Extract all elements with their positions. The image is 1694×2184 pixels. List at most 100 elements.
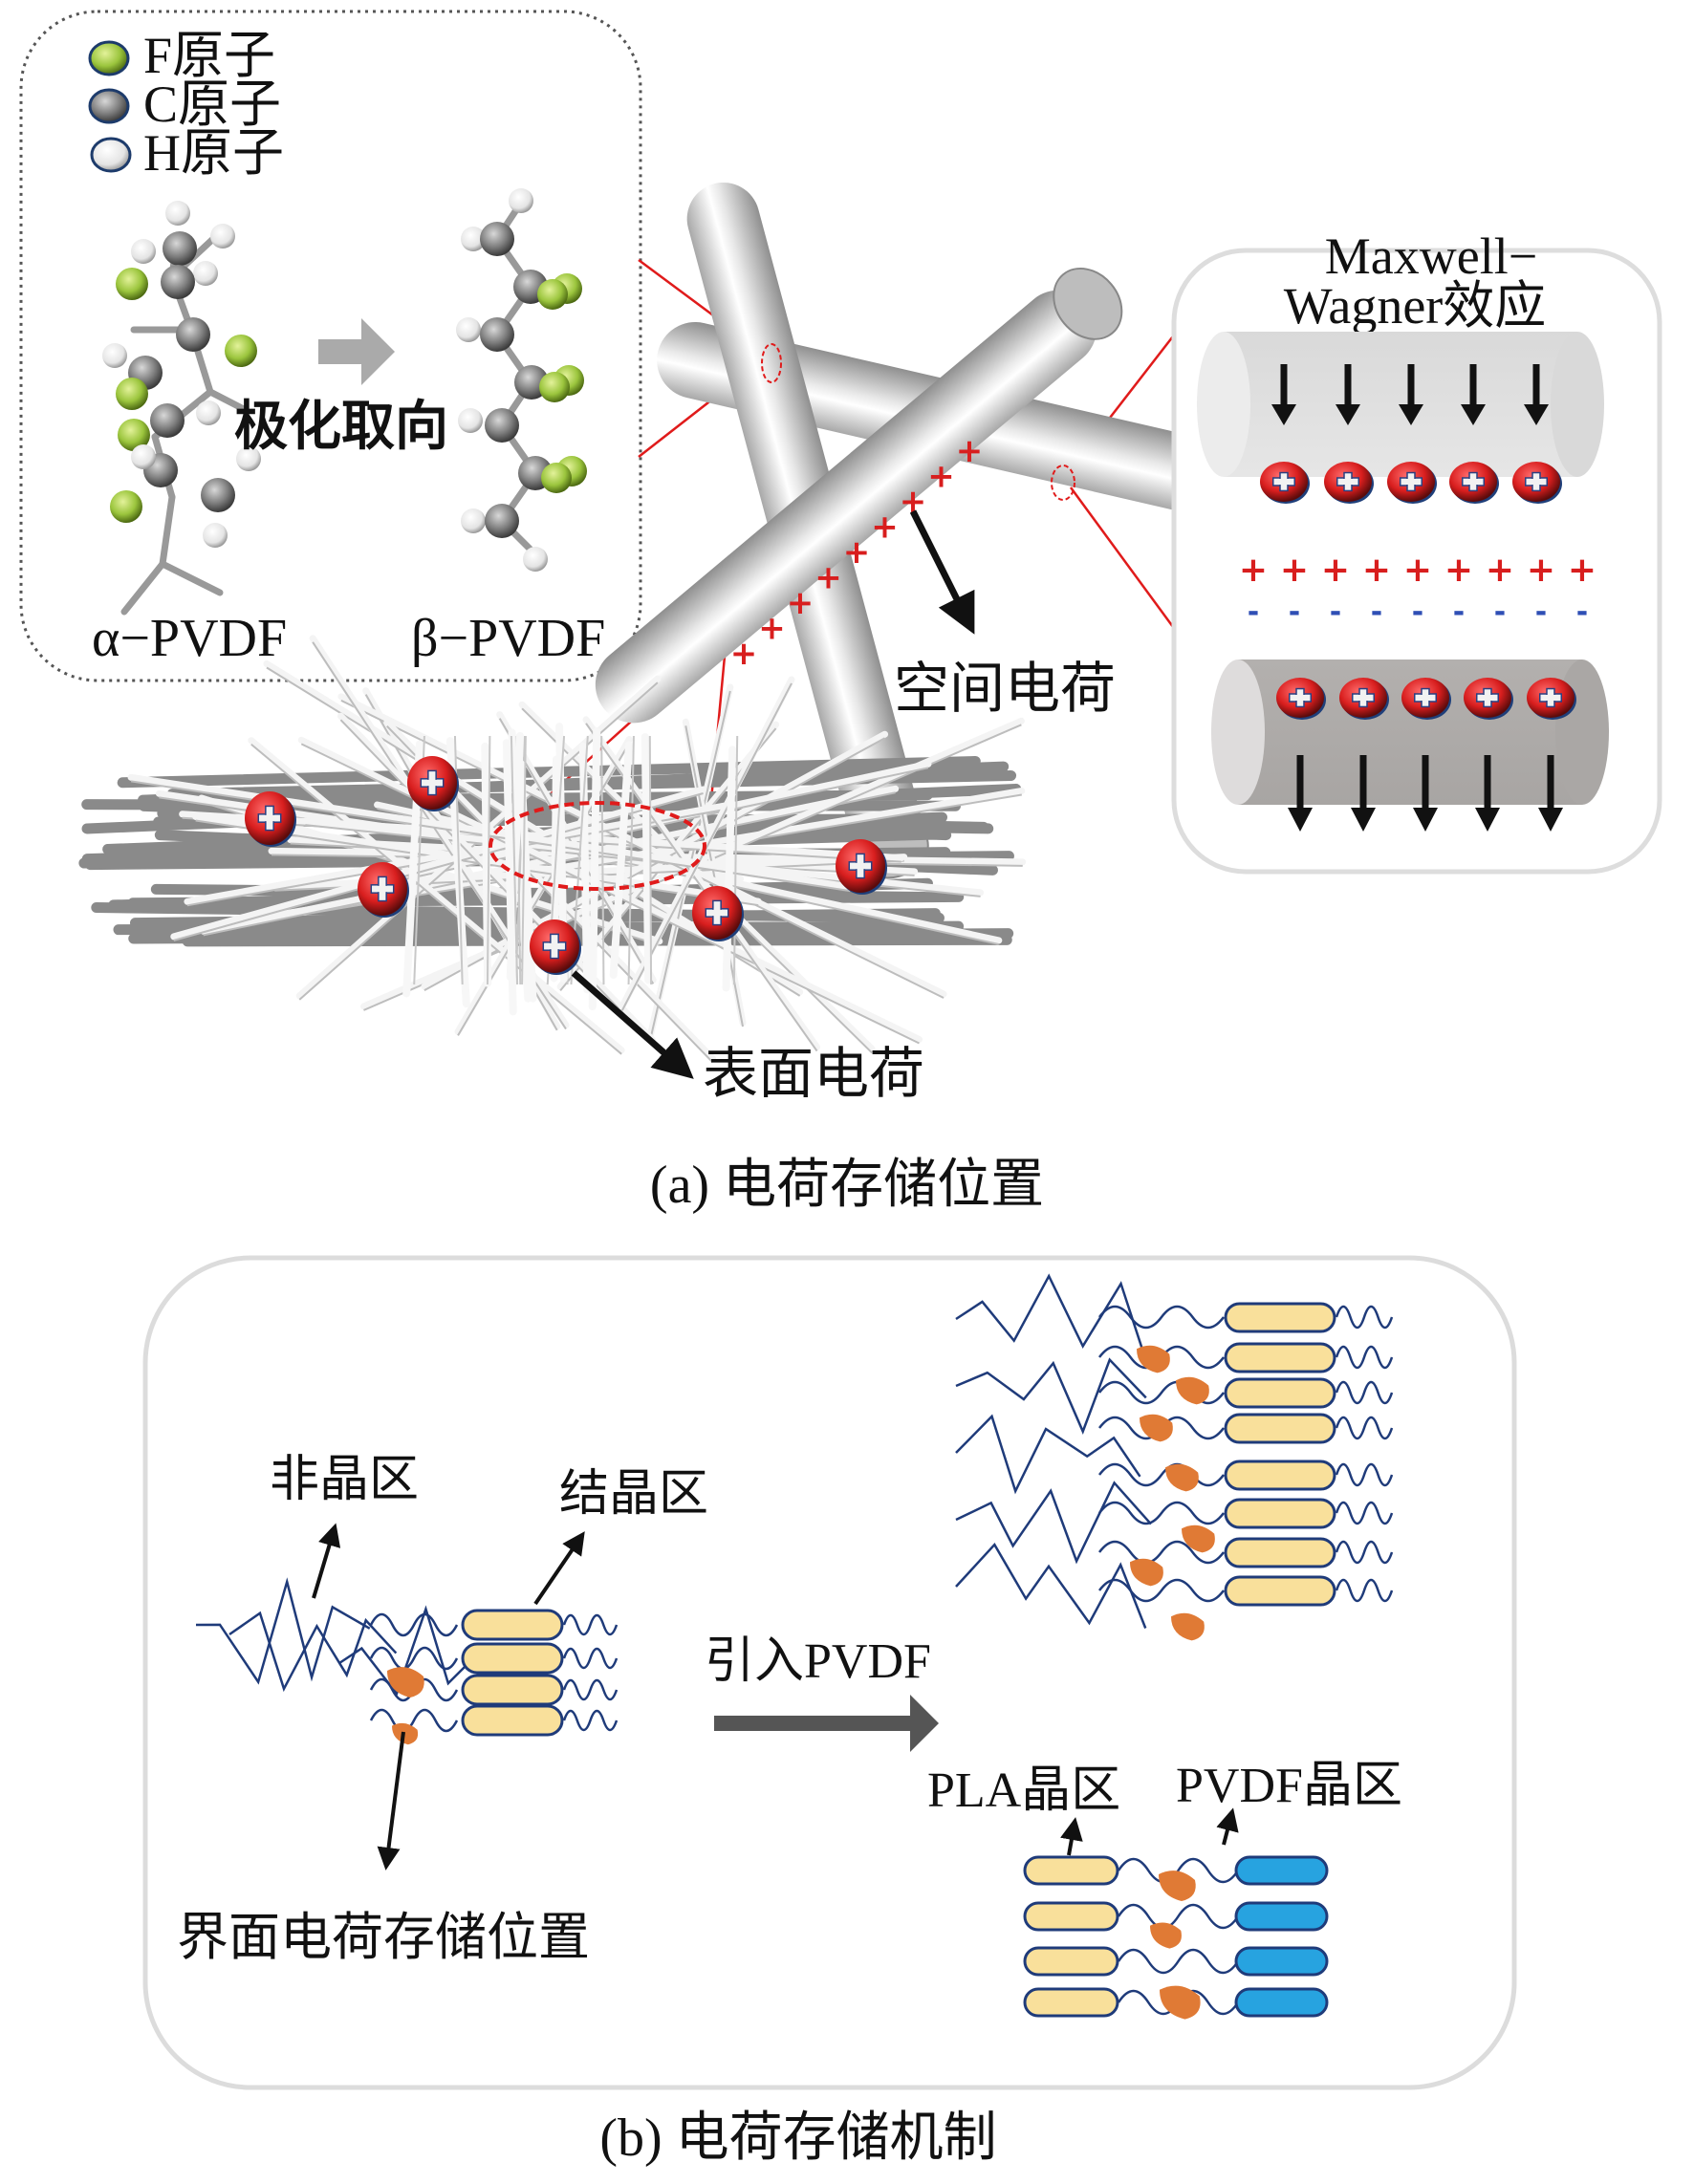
amorphous-chain (955, 1481, 1152, 1565)
interface-charge-blob (1160, 1985, 1201, 2020)
fiber-section-marker (761, 343, 782, 383)
amorphous-label: 非晶区 (270, 1451, 419, 1508)
field-arrow-head-icon (1475, 808, 1500, 832)
interface-charge-blob (1182, 1524, 1215, 1553)
space-charge-plus: + (814, 559, 842, 597)
positive-charge-icon (1401, 678, 1451, 720)
amorphous-arrow (312, 1523, 341, 1599)
amorphous-chain (955, 1273, 1147, 1359)
f-atom-sphere-icon (88, 40, 130, 76)
interface-plus-sign: + (1486, 551, 1514, 590)
interface-plus-sign: + (1444, 551, 1473, 590)
interface-label: 界面电荷存储位置 (177, 1907, 590, 1967)
field-arrow-head-icon (1351, 808, 1376, 832)
polarization-label: 极化取向 (234, 396, 448, 458)
panel-b: 非晶区 结晶区 界面电荷存储位置 引入PVDF PLA晶区 PVDF晶区 (b)… (142, 1255, 1517, 2168)
positive-charge-icon (692, 886, 744, 941)
polymer-chain (1117, 1903, 1240, 1930)
crystal-lamella (461, 1609, 564, 1641)
mw-interface-signs: +-+-+-+-+-+-+-+-+- (1239, 551, 1596, 629)
polymer-chain (1335, 1345, 1394, 1370)
field-arrow-head-icon (1524, 404, 1549, 425)
beta-atoms (456, 188, 587, 572)
amorphous-chain (955, 1542, 1147, 1629)
space-charge-plus: + (787, 584, 814, 622)
interface-plus-sign: + (1362, 551, 1391, 590)
positive-charge-icon (530, 919, 581, 975)
interface-charge-blob (1159, 1870, 1196, 1901)
mesh-fiber-vertical (516, 760, 537, 1003)
interface-arrow (377, 1731, 405, 1870)
alpha-pvdf-label: α−PVDF (92, 609, 287, 668)
mesh-fiber-shadow (250, 743, 622, 1055)
panel-a-caption: (a) 电荷存储位置 (650, 1156, 1044, 1215)
interface-minus-sign: - (1330, 595, 1341, 629)
interface-minus-sign: - (1412, 595, 1423, 629)
positive-charge-icon (245, 791, 296, 847)
mw-title-line2: Wagner效应 (1284, 277, 1547, 335)
mesh-fiber-vertical (641, 733, 653, 984)
mesh-fiber-shadow (339, 719, 654, 1045)
crystal-lamella (1023, 1987, 1119, 2018)
interface-minus-sign: - (1248, 595, 1259, 629)
interface-minus-sign: - (1453, 595, 1465, 629)
polymer-chain (1097, 1540, 1226, 1565)
mw-charges-and-arrows (1260, 364, 1576, 832)
crystal-lamella (1023, 1901, 1119, 1932)
amorphous-chain (955, 1414, 1141, 1495)
interface-charge-blob (1130, 1558, 1163, 1587)
polymer-chain (1117, 1857, 1240, 1884)
crystal-lamella (461, 1674, 564, 1706)
mesh-fiber-vertical-shadow (486, 735, 491, 985)
polymer-chain (1097, 1578, 1226, 1603)
positive-charge-icon (1464, 678, 1513, 720)
polymer-chain (369, 1612, 459, 1637)
pvdf-crystal-arrow (1216, 1807, 1239, 1846)
crystal-lamella (1234, 1946, 1329, 1977)
amorphous-chain (955, 1357, 1147, 1435)
interface-minus-sign: - (1289, 595, 1300, 629)
polymer-chain (1335, 1462, 1394, 1487)
mesh-fiber-vertical-shadow (521, 735, 527, 985)
mesh-fiber-light (170, 786, 707, 941)
atom-legend: F原子 C原子 H原子 (88, 27, 284, 182)
interface-charge-blob (1140, 1414, 1173, 1442)
field-arrow-head-icon (1288, 808, 1313, 832)
interface-plus-sign: + (1527, 551, 1555, 590)
legend-label-c: C原子 (143, 76, 281, 133)
field-arrow-head-icon (1336, 404, 1360, 425)
crystal-lamella (1234, 1987, 1329, 2018)
interface-charge-blob (1150, 1922, 1182, 1949)
interface-charge-blob (1137, 1345, 1170, 1373)
polymer-chain (1335, 1578, 1394, 1603)
space-charge-plus: + (871, 508, 899, 547)
polymer-chain (1335, 1540, 1394, 1565)
alpha-atoms (102, 201, 261, 548)
polymer-chain (562, 1647, 619, 1670)
positive-charge-icon (1512, 462, 1562, 504)
legend-label-f: F原子 (143, 27, 275, 84)
field-arrow-head-icon (1538, 808, 1563, 832)
space-charge-plus: + (730, 635, 758, 673)
surface-charge-arrow (571, 970, 694, 1079)
interface-charge-blob (1171, 1612, 1205, 1641)
mw-title-line1: Maxwell− (1325, 227, 1537, 285)
pla-pvdf-interface-structure (1023, 1855, 1329, 2020)
field-arrow-head-icon (1461, 404, 1486, 425)
polymer-chain (1335, 1416, 1394, 1440)
mesh-fiber (127, 891, 965, 909)
positive-charge-icon (1527, 678, 1576, 720)
polarization-arrow-icon (318, 318, 395, 385)
crystal-lamella (1224, 1342, 1336, 1373)
interface-charge-blob (1165, 1463, 1199, 1492)
interface-charge-blob (387, 1667, 424, 1697)
amorphous-chain (228, 1611, 398, 1693)
crystal-lamella (1023, 1855, 1119, 1886)
positive-charge-icon (358, 862, 409, 918)
polymer-chain (1097, 1501, 1226, 1525)
polymer-chain (1097, 1305, 1226, 1330)
crystal-lamella (1224, 1377, 1336, 1409)
polymer-chain (1117, 1948, 1240, 1975)
crystal-lamella (1224, 1460, 1336, 1491)
